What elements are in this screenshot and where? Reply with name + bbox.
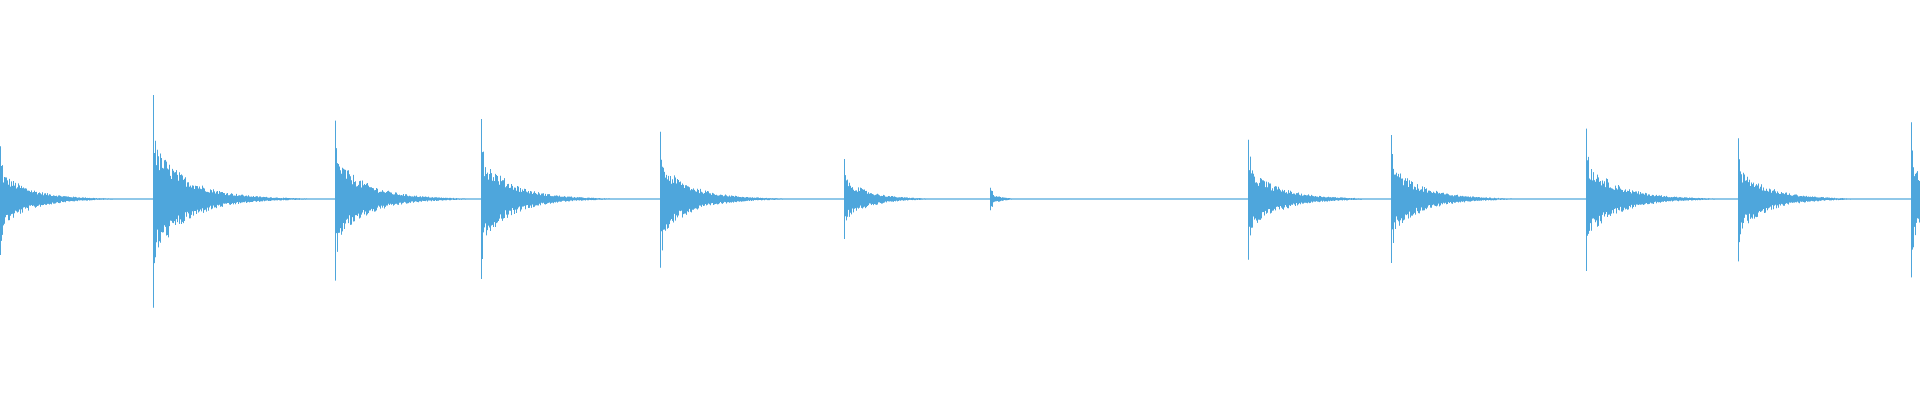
waveform-bars (0, 95, 1920, 308)
